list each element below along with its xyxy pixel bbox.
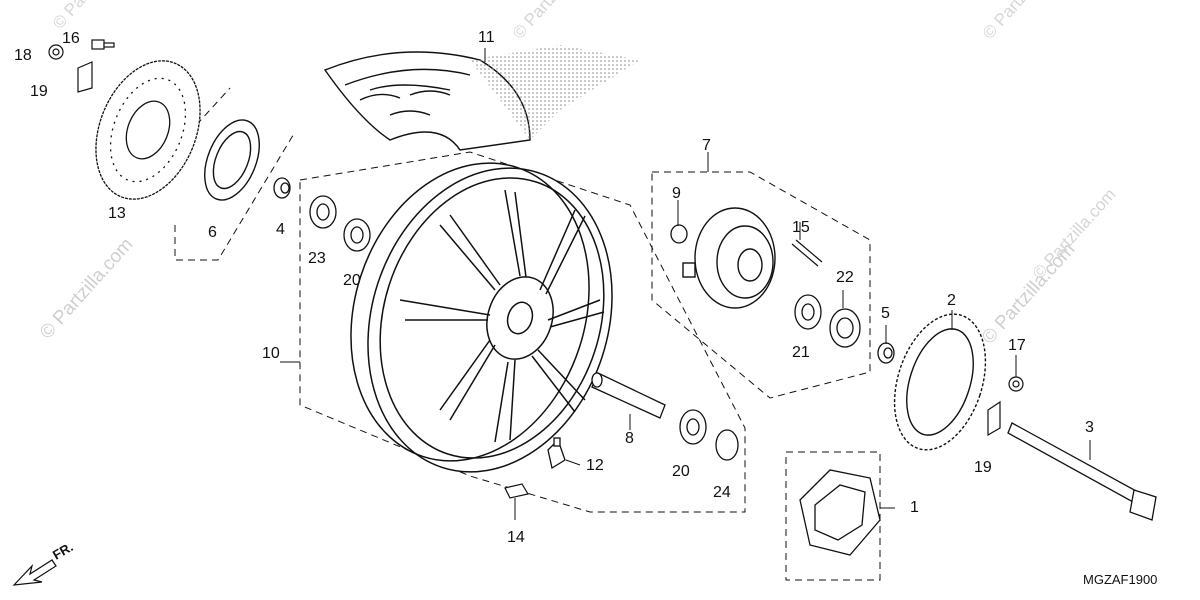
callout-8[interactable]: 8 (625, 430, 634, 447)
stud-bolt-15[interactable] (791, 239, 823, 267)
tire-valve[interactable] (547, 437, 566, 470)
flange-nut-17[interactable] (1008, 376, 1024, 392)
callout-1[interactable]: 1 (910, 499, 919, 516)
callout-13[interactable]: 13 (108, 205, 126, 222)
callout-19-right[interactable]: 19 (974, 459, 992, 476)
callout-5[interactable]: 5 (881, 305, 890, 322)
callout-2[interactable]: 2 (947, 292, 956, 309)
callout-11[interactable]: 11 (478, 29, 495, 46)
brake-group-outline (174, 131, 296, 261)
callout-10[interactable]: 10 (262, 345, 280, 362)
callout-7[interactable]: 7 (702, 137, 711, 154)
brake-disc[interactable] (77, 45, 220, 214)
front-indicator: FR. (12, 539, 76, 586)
callout-20-lower[interactable]: 20 (672, 463, 690, 480)
oil-seal-22[interactable] (829, 308, 861, 348)
callout-21[interactable]: 21 (792, 344, 810, 361)
leader-lines (280, 48, 1091, 520)
lock-plate-19-left[interactable] (77, 61, 93, 93)
flange-nut-18[interactable] (48, 44, 64, 60)
collar-9[interactable] (670, 224, 688, 244)
balance-weight[interactable] (504, 483, 529, 499)
callout-14[interactable]: 14 (507, 529, 525, 546)
front-arrow-icon (12, 559, 57, 586)
callout-9[interactable]: 9 (672, 185, 681, 202)
final-driven-flange[interactable] (682, 207, 776, 309)
wheel-rim[interactable] (314, 132, 650, 504)
watermark-main: © Partzilla.com (36, 234, 137, 343)
hub-group-outline (651, 171, 871, 399)
callout-19-left[interactable]: 19 (30, 83, 48, 100)
callout-24[interactable]: 24 (713, 484, 731, 501)
driven-sprocket[interactable] (878, 302, 1001, 461)
lock-plate-19-right[interactable] (987, 400, 1001, 437)
dust-seal[interactable] (194, 112, 270, 208)
callouts: 11 16 18 19 13 6 4 23 20 10 7 9 15 22 21… (14, 29, 1094, 546)
flange-bolt-16[interactable] (91, 39, 115, 50)
damper-rubber[interactable] (799, 469, 881, 556)
collar-5[interactable] (877, 342, 895, 364)
watermark-faint-3: © Partzilla.com (979, 0, 1070, 43)
callout-4[interactable]: 4 (276, 221, 285, 238)
snap-ring-24[interactable] (715, 429, 739, 461)
callout-23[interactable]: 23 (308, 250, 326, 267)
watermark-faint-2: © Partzilla.com (509, 0, 600, 43)
collar[interactable] (273, 177, 291, 199)
front-label: FR. (50, 539, 76, 562)
callout-12[interactable]: 12 (586, 457, 604, 474)
tire[interactable] (323, 45, 640, 151)
watermark-faint-4: © Partzilla.com (1029, 185, 1120, 283)
distance-collar[interactable] (591, 372, 666, 419)
diagram-code: MGZAF1900 (1083, 572, 1157, 587)
rear-axle[interactable] (1007, 422, 1157, 521)
callout-6[interactable]: 6 (208, 224, 217, 241)
callout-22[interactable]: 22 (836, 269, 854, 286)
callout-20-upper[interactable]: 20 (343, 272, 361, 289)
bearing-20-upper[interactable] (343, 218, 371, 252)
watermark-faint-1: © Partzilla.com (49, 0, 140, 33)
callout-18[interactable]: 18 (14, 47, 32, 64)
callout-15[interactable]: 15 (792, 219, 810, 236)
bearing-21[interactable] (794, 294, 822, 330)
bearing-20-lower[interactable] (679, 409, 707, 445)
bearing-23[interactable] (309, 195, 337, 229)
callout-3[interactable]: 3 (1085, 419, 1094, 436)
callout-17[interactable]: 17 (1008, 337, 1026, 354)
damper-group-outline (785, 451, 881, 581)
callout-16[interactable]: 16 (62, 30, 80, 47)
